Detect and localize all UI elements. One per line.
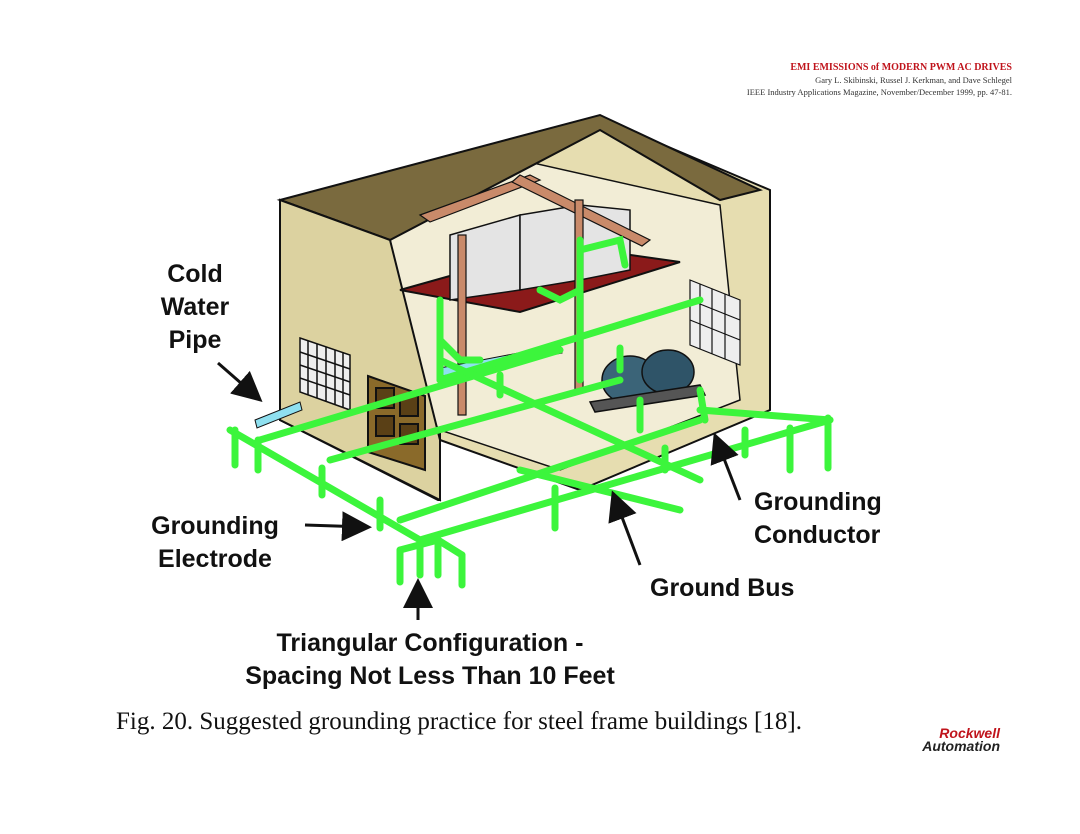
- label-grounding-electrode: Grounding Electrode: [140, 510, 290, 576]
- label-water-line: Water: [160, 293, 230, 321]
- label-ground-bus: Ground Bus: [650, 574, 795, 602]
- window-left: [299, 336, 351, 412]
- logo-line2: Automation: [922, 738, 1000, 754]
- label-electrode-line1: Grounding: [151, 512, 279, 540]
- logo-line1: Rockwell: [939, 725, 1000, 741]
- rockwell-automation-logo: Rockwell Automation: [922, 725, 1000, 754]
- motor: [588, 349, 707, 413]
- reference-journal: IEEE Industry Applications Magazine, Nov…: [746, 87, 1012, 97]
- reference-authors: Gary L. Skibinski, Russel J. Kerkman, an…: [815, 75, 1012, 85]
- label-triangular-line1: Triangular Configuration -: [276, 629, 584, 657]
- grounding-electrodes: [231, 344, 832, 589]
- label-triangular-configuration: Triangular Configuration - Spacing Not L…: [200, 627, 660, 693]
- figure-caption: Fig. 20. Suggested grounding practice fo…: [116, 708, 802, 735]
- arrow-cold-water-pipe: [217, 361, 263, 402]
- reference-citation: EMI EMISSIONS of MODERN PWM AC DRIVES Ga…: [747, 62, 1012, 98]
- reference-title: EMI EMISSIONS of MODERN PWM AC DRIVES: [790, 62, 1012, 73]
- label-cold-line: Cold: [167, 260, 223, 288]
- callout-arrows: [217, 361, 742, 620]
- label-triangular-line2: Spacing Not Less Than 10 Feet: [245, 662, 615, 690]
- arrow-grounding-conductor: [710, 432, 742, 501]
- triangular-electrode-config: [396, 536, 466, 559]
- label-pipe-line: Pipe: [168, 326, 222, 354]
- label-electrode-line2: Electrode: [158, 545, 272, 573]
- ground-bus-grid: [226, 235, 834, 544]
- label-conductor-line2: Conductor: [754, 521, 881, 549]
- label-conductor-line1: Grounding: [754, 488, 882, 516]
- label-cold-water-pipe: Cold Water Pipe: [150, 258, 240, 357]
- arrow-ground-bus: [608, 490, 642, 566]
- label-grounding-conductor: Grounding Conductor: [754, 486, 882, 552]
- arrow-grounding-electrode: [304, 511, 372, 542]
